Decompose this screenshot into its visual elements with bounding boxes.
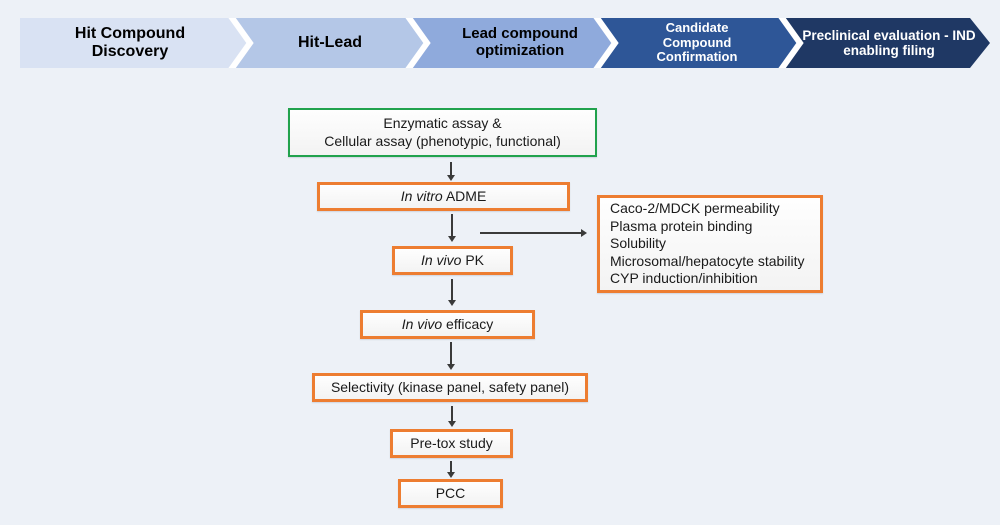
down-arrow-pk-to-efficacy [448, 279, 456, 306]
flow-node-pcc: PCC [398, 479, 503, 508]
down-arrow-adme-to-pk [448, 214, 456, 242]
down-arrow-assay-to-adme [447, 162, 455, 181]
efficacy-label-rest: efficacy [442, 315, 494, 332]
adme-label-rest: ADME [442, 187, 487, 204]
panel-item-solubility: Solubility [610, 235, 667, 252]
panel-item-permeability: Caco-2/MDCK permeability [610, 200, 780, 217]
pipeline-banner [20, 18, 990, 68]
panel-item-cyp: CYP induction/inhibition [610, 270, 758, 287]
chevron-separators [228, 18, 804, 68]
flow-node-in-vivo-pk: In vivo PK [392, 246, 513, 275]
stage-chevron-hit-compound-discovery [20, 18, 250, 68]
flow-node-selectivity: Selectivity (kinase panel, safety panel) [312, 373, 588, 402]
panel-item-protein-binding: Plasma protein binding [610, 217, 753, 234]
flow-node-in-vitro-adme: In vitro ADME [317, 182, 570, 211]
in-vivo-italic-pk: In vivo [420, 251, 462, 268]
flow-node-enzymatic-cellular-assay: Enzymatic assay & Cellular assay (phenot… [288, 108, 597, 157]
adme-detail-panel: Caco-2/MDCK permeability Plasma protein … [597, 195, 823, 293]
assay-line-1: Enzymatic assay & [383, 115, 502, 132]
in-vitro-italic: In vitro [400, 187, 443, 204]
down-arrow-efficacy-to-selectivity [447, 342, 455, 370]
panel-item-stability: Microsomal/hepatocyte stability [610, 252, 805, 269]
assay-line-2: Cellular assay (phenotypic, functional) [324, 132, 561, 149]
down-arrow-selectivity-to-pretox [448, 406, 456, 427]
stage-chevron-lead-compound-optimization [407, 18, 615, 68]
stage-chevron-candidate-compound-confirmation [595, 18, 800, 68]
down-arrow-pretox-to-pcc [447, 461, 455, 478]
stage-chevron-preclinical-evaluation [780, 18, 990, 68]
pk-label-rest: PK [461, 251, 485, 268]
in-vivo-italic-efficacy: In vivo [401, 315, 443, 332]
stage-chevron-hit-lead [230, 18, 427, 68]
flow-node-pretox-study: Pre-tox study [390, 429, 513, 458]
side-arrow-to-adme-panel [480, 229, 587, 237]
flow-node-in-vivo-efficacy: In vivo efficacy [360, 310, 535, 339]
